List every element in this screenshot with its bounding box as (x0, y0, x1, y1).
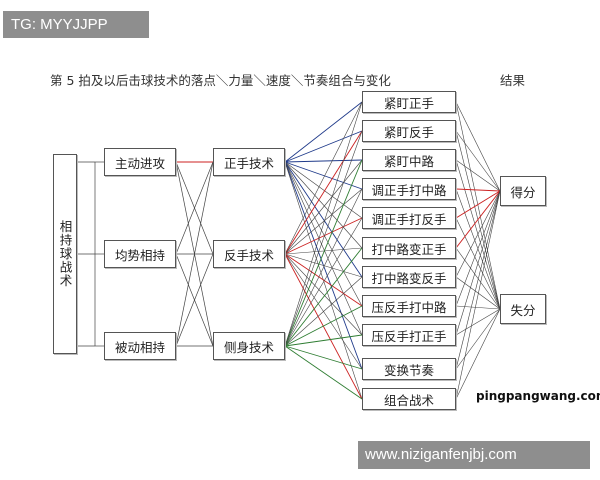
connector-line-44 (284, 276, 363, 347)
connector-line-70 (455, 308, 501, 400)
connector-line-68 (455, 308, 501, 370)
connector-line-31 (284, 217, 363, 255)
connector-line-69 (455, 190, 501, 400)
situation-node-2: 被动相持 (104, 332, 176, 360)
connector-line-28 (284, 130, 363, 255)
connector-line-38 (284, 101, 363, 347)
connector-line-16 (284, 101, 363, 163)
placement-node-9: 变换节奏 (362, 358, 456, 380)
connector-line-14 (175, 253, 214, 347)
watermark-tag: TG: MYYJJPP (3, 11, 149, 38)
connector-line-18 (284, 159, 363, 163)
placement-node-4: 调正手打反手 (362, 207, 456, 229)
connector-line-62 (455, 276, 501, 310)
connector-line-46 (284, 334, 363, 347)
connector-line-42 (284, 217, 363, 347)
connector-line-41 (284, 188, 363, 347)
connector-line-40 (284, 159, 363, 347)
connector-line-65 (455, 190, 501, 336)
connector-line-67 (455, 190, 501, 370)
watermark-site-2: www.niziganfenjbj.com (358, 441, 590, 469)
connector-line-21 (284, 161, 363, 249)
connector-line-51 (455, 130, 501, 192)
placement-node-3: 调正手打中路 (362, 178, 456, 200)
connector-line-43 (284, 247, 363, 347)
connector-line-30 (284, 188, 363, 255)
result-heading: 结果 (500, 73, 526, 88)
connector-line-50 (455, 101, 501, 310)
root-node: 相持球战术 (53, 154, 77, 354)
technique-node-0: 正手技术 (213, 148, 285, 176)
connector-line-59 (455, 190, 501, 249)
connector-line-63 (455, 190, 501, 307)
connector-line-53 (455, 159, 501, 192)
connector-line-60 (455, 247, 501, 310)
outcome-node-0: 得分 (500, 176, 546, 206)
placement-node-7: 压反手打中路 (362, 295, 456, 317)
connector-line-66 (455, 308, 501, 336)
connector-line-34 (284, 253, 363, 307)
connector-line-48 (284, 345, 363, 400)
placement-node-5: 打中路变正手 (362, 237, 456, 259)
placement-node-10: 组合战术 (362, 388, 456, 410)
connector-line-55 (455, 188, 501, 192)
connector-line-13 (175, 161, 214, 347)
connector-line-27 (284, 101, 363, 255)
connector-line-22 (284, 161, 363, 278)
placement-node-2: 紧盯中路 (362, 149, 456, 171)
connector-line-61 (455, 190, 501, 278)
connector-line-64 (455, 305, 501, 310)
watermark-site-1: pingpangwang.com (476, 389, 600, 403)
connector-line-57 (455, 190, 501, 219)
connector-line-19 (284, 161, 363, 190)
connector-line-45 (284, 305, 363, 347)
outcome-node-1: 失分 (500, 294, 546, 324)
connector-line-39 (284, 130, 363, 347)
situation-node-1: 均势相持 (104, 240, 176, 268)
placement-node-8: 压反手打正手 (362, 324, 456, 346)
connector-line-10 (175, 161, 214, 255)
technique-node-2: 侧身技术 (213, 332, 285, 360)
placement-node-6: 打中路变反手 (362, 266, 456, 288)
technique-node-1: 反手技术 (213, 240, 285, 268)
connector-line-20 (284, 161, 363, 219)
connector-line-33 (284, 253, 363, 278)
connector-line-32 (284, 247, 363, 255)
connector-line-35 (284, 253, 363, 336)
placement-node-0: 紧盯正手 (362, 91, 456, 113)
situation-node-0: 主动进攻 (104, 148, 176, 176)
connector-line-29 (284, 159, 363, 255)
connector-line-49 (455, 101, 501, 192)
connector-line-24 (284, 161, 363, 336)
diagram-heading: 第 5 拍及以后击球技术的落点＼力量＼速度＼节奏组合与变化 (50, 73, 391, 88)
connector-line-23 (284, 161, 363, 307)
connector-line-17 (284, 130, 363, 163)
placement-node-1: 紧盯反手 (362, 120, 456, 142)
connector-line-47 (284, 345, 363, 370)
